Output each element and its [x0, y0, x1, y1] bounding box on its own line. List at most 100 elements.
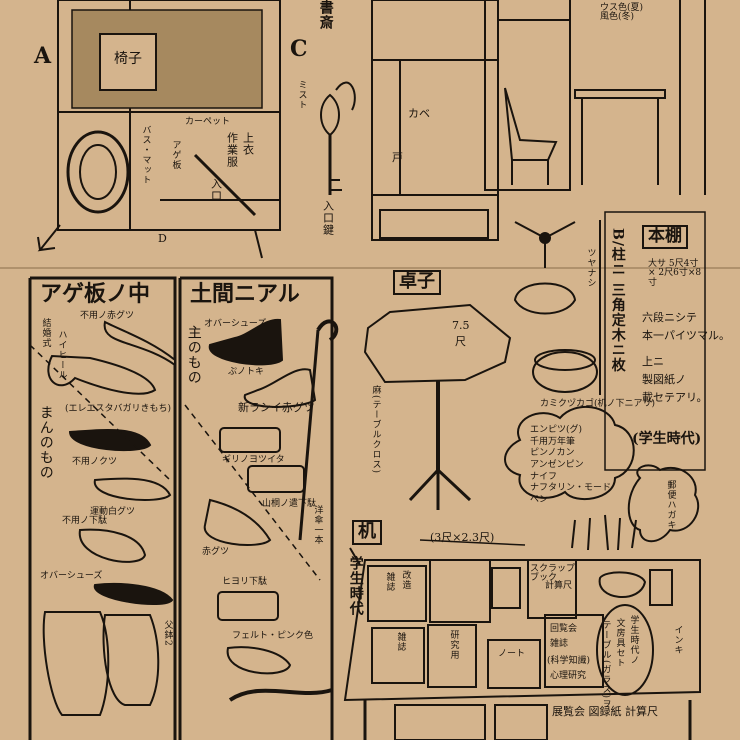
- left-panel-header: アゲ板ノ中: [40, 281, 151, 307]
- bath-mat-icon: [66, 130, 130, 214]
- desk-item-1: 改造: [400, 570, 411, 590]
- mid-item-2: ぷノトキ: [228, 367, 265, 377]
- desk-item-7: 計算尺: [545, 581, 573, 591]
- desk-note-3: テーブル(ガラス)ヲ: [600, 620, 611, 710]
- marker-a: A: [34, 43, 52, 69]
- left-item-3: ハイヒール: [56, 330, 67, 380]
- chair-label: 椅子: [114, 51, 142, 67]
- basket-label: カミクヅカゴ(机ノ下ニアリ): [540, 399, 656, 409]
- left-item-5: 不用ノクツ: [72, 457, 118, 467]
- left-panel-border: [30, 276, 177, 740]
- jacket-label: 上衣: [241, 132, 255, 156]
- mesu-label: ミスト: [296, 80, 307, 110]
- bookshelf-line-5: 載セテアリ。: [642, 391, 708, 404]
- mid-item-3: 新ラシイ赤グツ: [238, 401, 315, 414]
- geta-icon: [78, 528, 147, 563]
- left-item-6: 運動白グツ: [90, 507, 136, 517]
- left-item-8: オバーシューズ: [40, 571, 103, 581]
- desk-post-label: 郵便ハガキ: [665, 480, 676, 530]
- mid-item-5: 山桐ノ遣下駄: [262, 499, 317, 509]
- new-red-shoe-icon: [243, 368, 317, 408]
- left-item-7: 不用ノ下駄: [62, 516, 108, 526]
- marker-c: C: [290, 36, 308, 62]
- desk-item-8: 回覧会: [550, 624, 578, 634]
- bath-mat-label: バス・マット: [140, 125, 151, 185]
- mid-item-4: ギリノヨツイタ: [222, 455, 285, 465]
- bookshelf-line-1: 六段ニシテ: [642, 311, 697, 324]
- desk-size: (3尺×2.3尺): [430, 531, 495, 544]
- study-label: 書斎: [317, 0, 334, 30]
- agebita-label: アゲ板: [170, 140, 181, 170]
- table-size: 7.5: [452, 319, 470, 332]
- wall-elevation: [371, 0, 499, 241]
- stationery-text: エンピツ(グ) 千用万年筆 ピンノカン アンゼンピン ナイフ ナフタリン・モード…: [530, 425, 612, 506]
- umbrella-handle-icon: [316, 319, 339, 342]
- desk-top-icon: [343, 559, 701, 702]
- black-shoe-icon: [68, 428, 152, 452]
- desk-shelf-label: 展覧会 図録紙 計算尺: [552, 705, 658, 718]
- magazine-icon: [367, 565, 427, 622]
- desk-item-3: 雑誌: [395, 632, 406, 652]
- overshoe-icon: [93, 582, 174, 606]
- key-icon: [320, 93, 340, 137]
- mid-item-1: オバーシューズ: [204, 319, 267, 329]
- bookshelf-panel: [604, 211, 706, 471]
- desk-era: 学生時代: [347, 556, 364, 616]
- pen-cup-icon: [598, 571, 647, 598]
- overshoe-boot-icon: [208, 318, 284, 366]
- desk-header: 机: [352, 520, 382, 545]
- lamp-label: ツヤナシ: [585, 248, 596, 288]
- door-label: 戸: [392, 151, 403, 164]
- table-header: 卓子: [393, 270, 441, 295]
- desk-item-9: 雑誌: [550, 639, 569, 649]
- mother-label: まんのもの: [37, 405, 54, 480]
- high-heel-icon: [47, 354, 157, 395]
- carpet-label: カーペット: [185, 117, 231, 127]
- geta-sandal-icon: [219, 427, 281, 453]
- work-clothes-label: 作業服: [225, 132, 239, 168]
- mid-panel-header: 土間ニアル: [190, 281, 300, 307]
- main-label: 主のもの: [185, 325, 202, 385]
- shelf-b-label: B/柱ニ 三角定木ニ枚: [609, 228, 626, 373]
- marker-d: D: [158, 232, 167, 245]
- mid-item-8: フェルト・ピンク色: [232, 631, 314, 641]
- red-shoe-icon: [103, 320, 176, 367]
- mid-panel-border: [180, 276, 334, 740]
- table-top-icon: [363, 303, 512, 384]
- desk-item-6: スクラップブック: [530, 564, 576, 584]
- desk-item-11: 心理研究: [550, 671, 587, 681]
- lamp-icon: [513, 282, 577, 315]
- study-plan-outline: [57, 0, 281, 231]
- left-item-1: 不用ノ赤グツ: [80, 311, 135, 321]
- desk-note-1: 学生時代ノ: [628, 615, 639, 665]
- entrance-label: 入口: [209, 178, 223, 202]
- bookshelf-era: (学生時代): [632, 431, 702, 447]
- bookshelf-size: 大サ 5尺4寸× 2尺6寸×8寸: [648, 259, 702, 288]
- bookshelf-line-3: 上ニ: [642, 355, 664, 368]
- desk-item-10: (科学知識): [547, 656, 591, 666]
- red-pump-icon: [203, 498, 272, 546]
- mid-item-9: 洋傘一本: [312, 505, 323, 545]
- desk-item-5: 研究用: [448, 630, 459, 660]
- chair-icon: [99, 33, 157, 91]
- hiyori-geta-icon: [217, 591, 279, 621]
- desk-item-2: 雑誌: [384, 572, 395, 592]
- stationery-cloud: [504, 405, 635, 501]
- bookshelf-header: 本棚: [642, 225, 688, 249]
- desk-ink-label: インキ: [672, 625, 683, 655]
- wooden-chair-icon: [504, 87, 558, 161]
- wall-label: カベ: [408, 107, 430, 120]
- table-cloth-label: 麻(テーブルクロス): [370, 385, 381, 475]
- bookshelf-line-4: 製図紙ノ: [642, 373, 686, 386]
- bookshelf-line-2: 本一パイツマル。: [642, 329, 730, 342]
- felt-slipper-icon: [226, 646, 292, 675]
- sneaker-icon: [93, 477, 172, 501]
- desk-item-4: ノート: [498, 649, 526, 659]
- table-size-unit: 尺: [455, 335, 466, 348]
- left-item-2: 結婚式: [40, 318, 51, 348]
- color-notes: ウス色(夏) 風色(冬): [600, 3, 644, 23]
- desk-note-2: 文房具セト: [614, 618, 625, 668]
- mid-item-7: ヒヨリ下駄: [222, 577, 268, 587]
